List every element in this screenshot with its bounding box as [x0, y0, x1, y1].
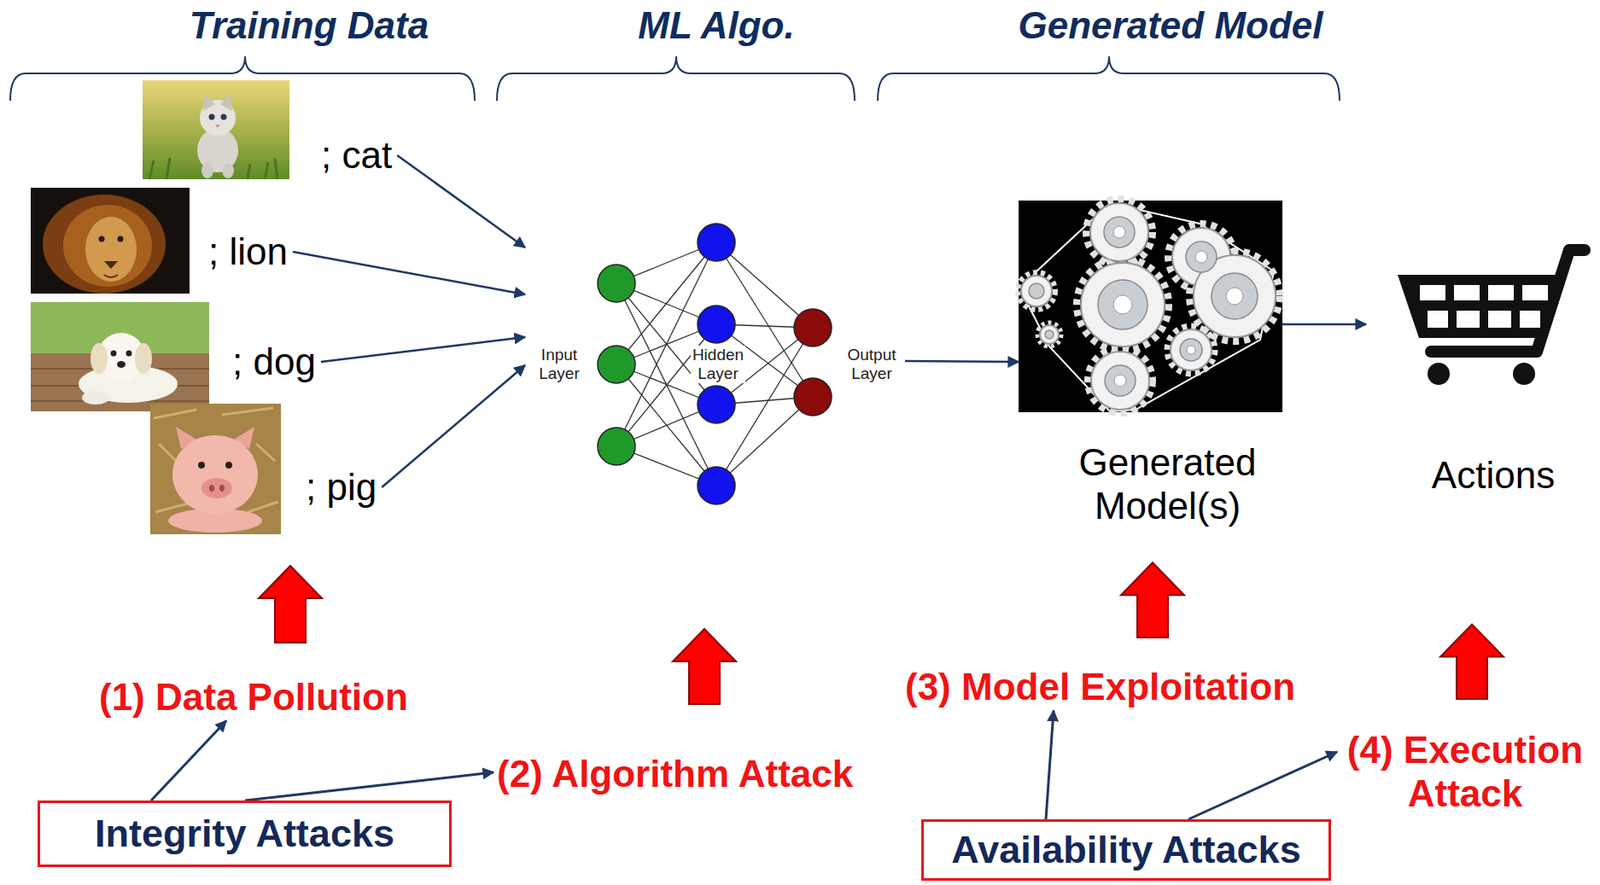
flow-arrow — [397, 155, 526, 248]
layer-label: Output Layer — [845, 345, 898, 384]
generated-model: Generated Model(s) — [1018, 200, 1283, 533]
attack-label-text: (4) Execution Attack — [1340, 729, 1590, 816]
category-text: Integrity Attacks — [94, 811, 395, 857]
flow-arrow — [245, 772, 494, 801]
flow-arrow — [321, 337, 526, 363]
cart-icon — [1397, 250, 1585, 386]
caption: Actions — [1391, 454, 1595, 498]
gears-picture — [1017, 198, 1283, 414]
stage-heading: Training Data — [189, 4, 429, 48]
training-sample: ; lion — [30, 187, 293, 294]
attack-category-box: Availability Attacks — [921, 819, 1332, 882]
attack-category-box: Integrity Attacks — [37, 800, 452, 868]
stage-heading: ML Algo. — [637, 4, 795, 48]
attack-arrow — [258, 566, 322, 643]
stage-heading: Generated Model — [1018, 4, 1324, 48]
flow-arrow — [292, 251, 526, 295]
lion-photo — [30, 187, 190, 294]
neural-network-drawing — [616, 242, 813, 486]
training-sample: ; pig — [150, 403, 382, 535]
flow-arrow — [1045, 711, 1054, 820]
network-neurons — [597, 223, 832, 505]
sample-label: ; dog — [232, 340, 316, 385]
flow-arrow — [1188, 752, 1338, 820]
flow-arrow — [1282, 323, 1367, 327]
attack-label: (1) Data Pollution — [95, 674, 412, 722]
flow-arrow — [905, 361, 1019, 363]
pig-photo — [150, 403, 281, 535]
cat-photo — [142, 80, 290, 180]
attack-label-text: (1) Data Pollution — [99, 676, 409, 720]
attack-label: (4) Execution Attack — [1337, 727, 1594, 818]
sample-label: ; cat — [321, 134, 392, 178]
attack-arrow — [1440, 624, 1504, 700]
sample-label: ; lion — [208, 230, 288, 275]
attack-arrow — [672, 629, 736, 705]
sample-label: ; pig — [305, 466, 377, 510]
layer-label: Hidden Layer — [690, 345, 746, 384]
caption: Generated Model(s) — [1052, 441, 1283, 528]
attack-label: (3) Model Exploitation — [901, 664, 1299, 712]
layer-label: Input Layer — [537, 345, 582, 384]
attack-arrow — [1121, 562, 1185, 638]
category-text: Availability Attacks — [951, 828, 1301, 873]
training-sample: ; dog — [30, 302, 322, 412]
flow-arrow — [151, 721, 227, 801]
action-cart: Actions — [1366, 243, 1595, 503]
neural-network: Input Layer Hidden Layer Output Layer — [525, 214, 906, 511]
training-sample: ; cat — [142, 80, 398, 180]
attack-label: (2) Algorithm Attack — [493, 751, 857, 799]
flow-arrow — [381, 365, 526, 488]
attack-label-text: (2) Algorithm Attack — [496, 753, 853, 797]
dog-photo — [30, 302, 210, 412]
attack-label-text: (3) Model Exploitation — [905, 665, 1296, 710]
